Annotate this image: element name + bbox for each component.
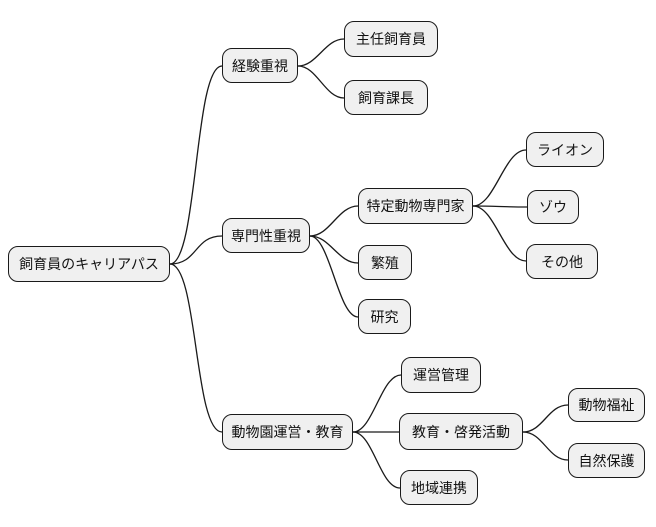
- node-specialization-focus: 専門性重視: [222, 218, 310, 253]
- node-animal-welfare: 動物福祉: [568, 388, 645, 422]
- edge-animal-expert-others: [472, 205, 527, 262]
- node-community-collaboration: 地域連携: [400, 470, 478, 505]
- edge-zoo-management-operations: [352, 374, 402, 433]
- edge-education-nature-conservation: [522, 431, 569, 461]
- node-specific-animal-expert: 特定動物専門家: [358, 188, 473, 224]
- node-education-outreach: 教育・啓発活動: [399, 413, 523, 450]
- edge-specialization-research: [309, 235, 359, 318]
- node-keeper-section-chief: 飼育課長: [344, 80, 428, 115]
- edge-specialization-animal-expert: [309, 205, 359, 237]
- edge-zoo-management-community: [352, 431, 401, 489]
- node-chief-keeper: 主任飼育員: [344, 21, 438, 57]
- node-others: その他: [526, 244, 598, 279]
- edge-experience-section-chief: [297, 65, 345, 99]
- edge-experience-chief-keeper: [297, 38, 345, 67]
- edge-animal-expert-lion: [472, 149, 527, 207]
- node-operations-management: 運営管理: [401, 357, 481, 393]
- edge-root-specialization: [169, 235, 223, 265]
- node-career-path-root: 飼育員のキャリアパス: [8, 246, 170, 282]
- edge-education-animal-welfare: [522, 404, 569, 433]
- edge-specialization-breeding: [309, 235, 359, 264]
- edge-animal-expert-elephant: [472, 205, 528, 208]
- node-lion: ライオン: [526, 132, 604, 167]
- node-experience-focus: 経験重視: [222, 48, 298, 83]
- edge-root-experience: [169, 65, 223, 265]
- edge-root-zoo-management: [169, 263, 223, 433]
- node-elephant: ゾウ: [527, 190, 579, 224]
- node-breeding: 繁殖: [358, 245, 412, 280]
- node-zoo-management-education: 動物園運営・教育: [222, 414, 353, 450]
- node-nature-conservation: 自然保護: [568, 443, 645, 478]
- node-research: 研究: [358, 299, 411, 334]
